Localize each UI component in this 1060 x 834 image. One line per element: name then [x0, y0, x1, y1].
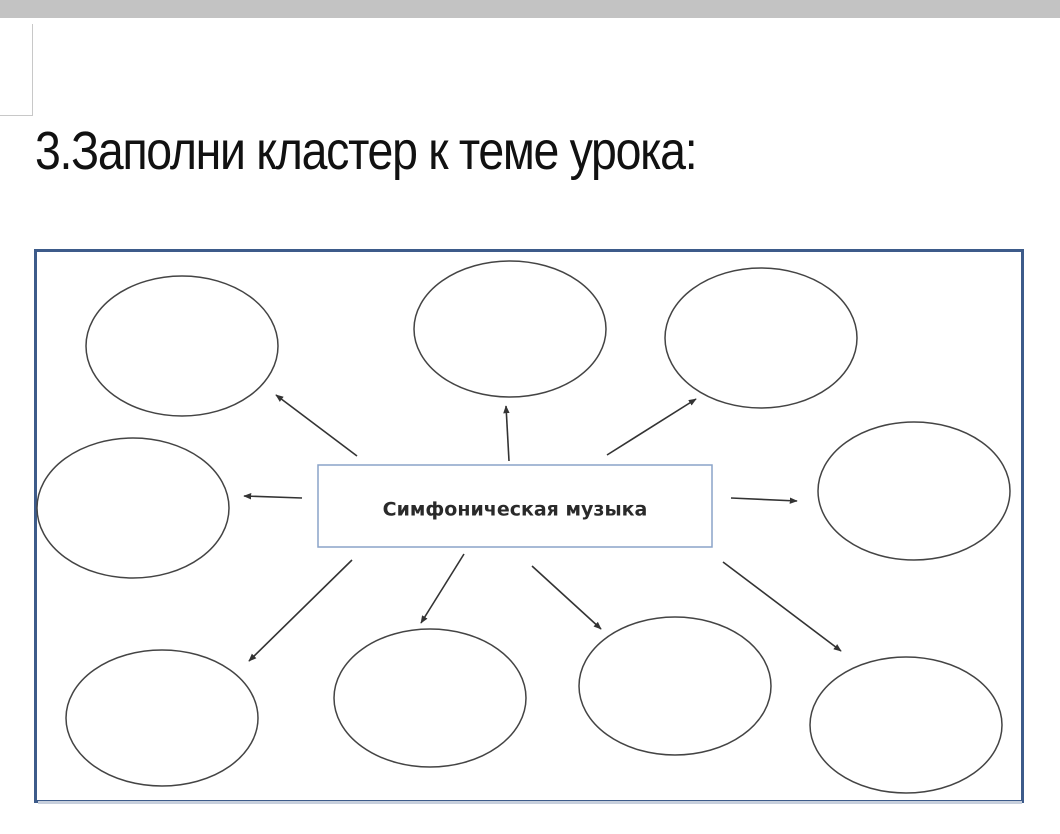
answer-bubble[interactable] — [36, 437, 230, 579]
center-topic-box — [317, 464, 713, 548]
connector-arrow — [606, 398, 697, 456]
answer-bubble[interactable] — [817, 421, 1011, 561]
connector-arrow — [275, 394, 358, 457]
answer-bubble[interactable] — [809, 656, 1003, 794]
answer-bubble[interactable] — [333, 628, 527, 768]
connector-arrow — [420, 553, 465, 624]
answer-bubble[interactable] — [664, 267, 858, 409]
top-toolbar-strip — [0, 0, 1060, 18]
answer-bubble[interactable] — [65, 649, 259, 787]
connector-arrow — [248, 559, 353, 662]
connector-arrows — [243, 394, 842, 662]
connector-arrow — [730, 497, 798, 504]
page-margin-corner — [0, 24, 33, 116]
connector-arrow — [531, 565, 602, 630]
connector-arrow — [503, 405, 510, 462]
answer-bubble[interactable] — [413, 260, 607, 398]
connector-arrow — [243, 493, 303, 500]
task-heading: 3.Заполни кластер к теме урока: — [35, 121, 698, 181]
answer-bubble[interactable] — [85, 275, 279, 417]
diagram-frame-shadow — [38, 801, 1022, 804]
answer-bubble[interactable] — [578, 616, 772, 756]
connector-arrow — [722, 561, 842, 652]
cluster-diagram: Симфоническая музыка — [34, 249, 1024, 804]
center-topic-label: Симфоническая музыка — [383, 499, 648, 521]
